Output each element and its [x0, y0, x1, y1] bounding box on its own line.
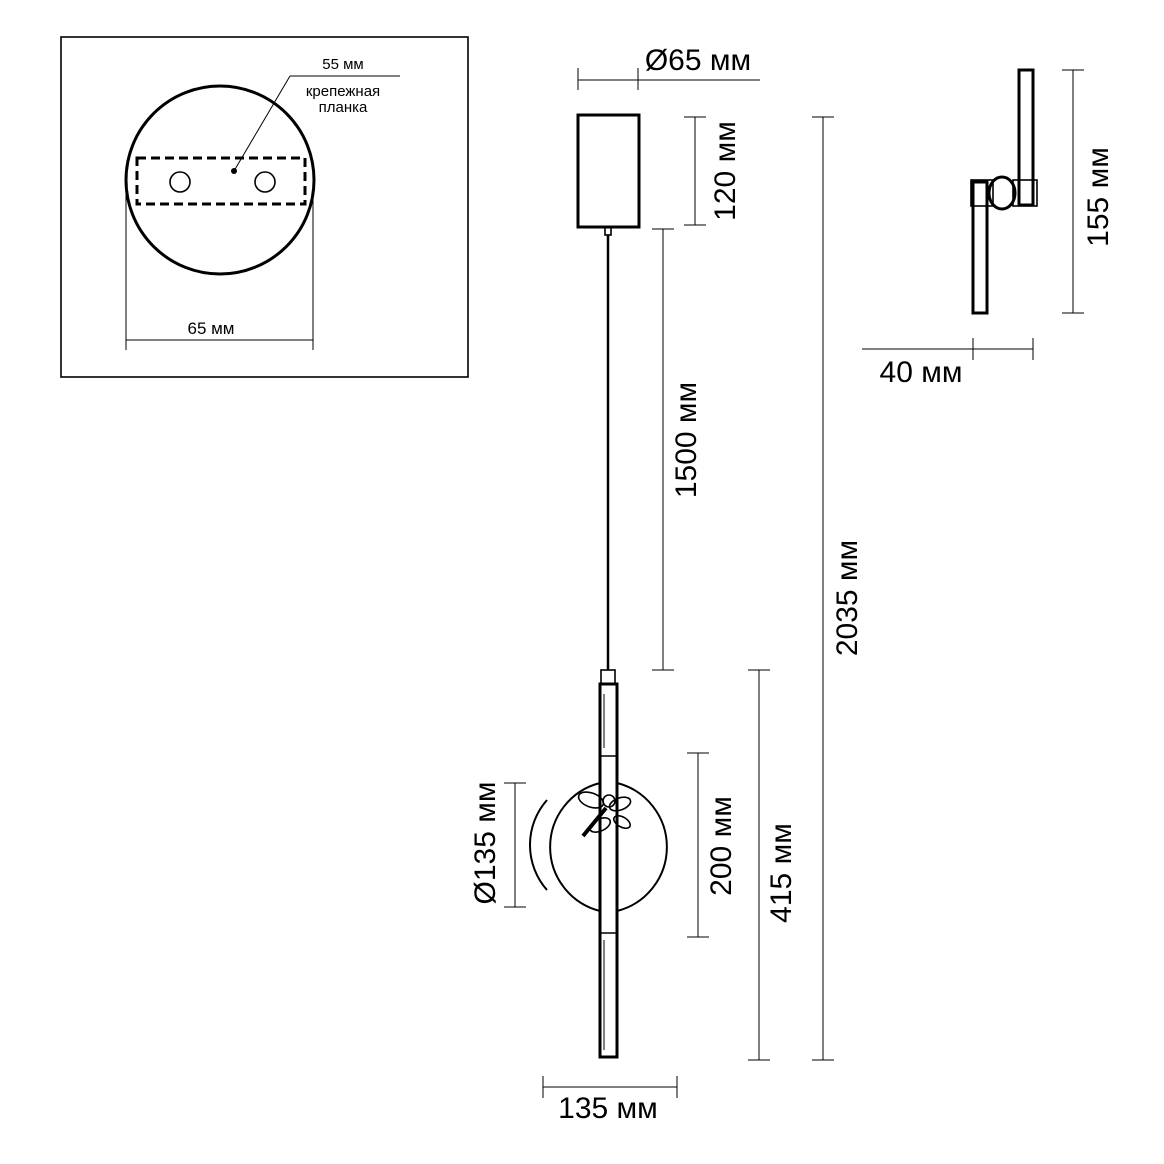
glass-disc-left [549, 782, 601, 912]
base-circle [124, 84, 316, 276]
rod-cap-top [600, 669, 616, 685]
light-rod [598, 682, 619, 1059]
cable-length-label: 1500 мм [670, 382, 703, 498]
screw-hole-left [169, 171, 191, 193]
glass-disc-right [616, 782, 668, 912]
side-depth-label: 40 мм [880, 356, 963, 389]
inset-frame [60, 36, 469, 378]
base-width-label: 65 мм [187, 319, 234, 338]
mounting-base-inset: 55 мм крепежная планка 65 мм [60, 36, 469, 378]
lamp-width-label: 135 мм [558, 1092, 658, 1125]
glass-disc-outline [529, 799, 548, 891]
side-lower-rod [971, 180, 989, 315]
mounting-plate-dashed [135, 156, 307, 206]
canopy [576, 113, 641, 229]
plate-name-line2: планка [319, 99, 368, 116]
side-joint [987, 175, 1017, 211]
side-clamp-right [1012, 179, 1038, 207]
plate-leader-line [233, 75, 291, 172]
side-upper-rod [1017, 68, 1035, 207]
side-view: 155 мм 40 мм [862, 68, 1115, 389]
total-height-label: 2035 мм [831, 540, 864, 656]
plate-width-label: 55 мм [322, 56, 363, 73]
disc-height-label: 200 мм [705, 796, 738, 896]
screw-hole-right [254, 171, 276, 193]
canopy-diameter-label: Ø65 мм [645, 44, 751, 77]
side-clamp-left [970, 179, 994, 207]
plate-name-line1: крепежная [306, 83, 380, 100]
lamp-height-label: 415 мм [765, 823, 798, 923]
pendant-front-view: Ø65 мм 120 мм 1500 мм 2035 мм [469, 44, 864, 1125]
canopy-height-label: 120 мм [709, 121, 742, 221]
dragonfly-ornament [577, 791, 632, 838]
disc-diameter-label: Ø135 мм [469, 782, 502, 905]
side-height-label: 155 мм [1082, 147, 1115, 247]
